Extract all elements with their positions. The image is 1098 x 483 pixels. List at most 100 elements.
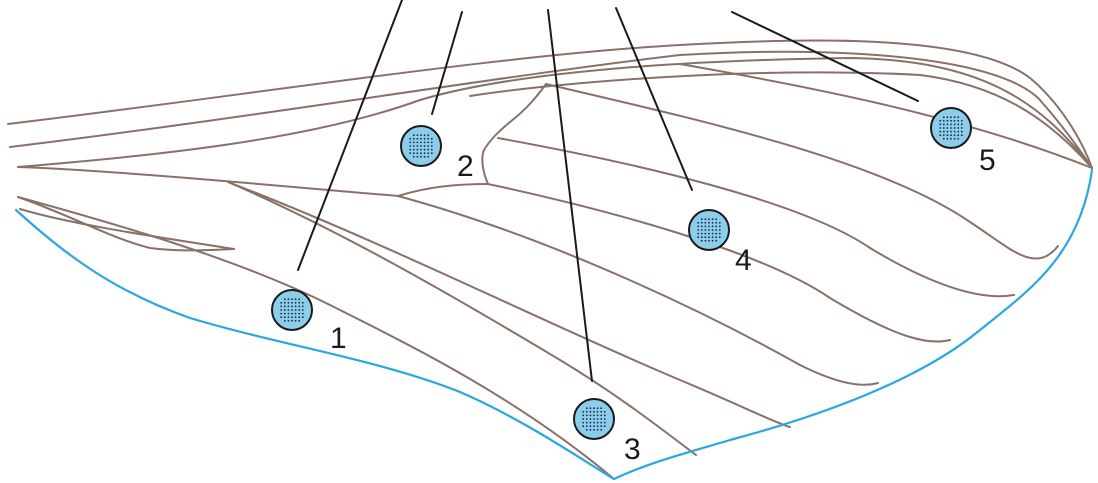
sensillum-dot (942, 130, 945, 133)
sensillum-dot (600, 414, 603, 417)
sensillum-dot (593, 428, 595, 431)
sensillum-dot (939, 127, 942, 129)
sensillum-dot (283, 316, 286, 319)
sensillum-dot (420, 148, 422, 151)
sensillum-dot (950, 116, 952, 119)
sensillum-dot (291, 298, 293, 301)
sensillum-dot (600, 425, 603, 428)
sensillum-dot (294, 312, 297, 315)
sensillum-dot (423, 152, 426, 155)
leader-line-5 (731, 11, 919, 102)
sensillum-dot (946, 137, 949, 140)
sensillum-dot (939, 130, 942, 133)
sensillum-dot (957, 134, 960, 137)
sensillum-dot (957, 116, 960, 119)
sensillum-dot (946, 123, 949, 126)
sensillum-dot (950, 137, 952, 140)
sensillum-dot (603, 421, 606, 424)
vein-media-1 (497, 137, 1015, 298)
sensillum-dot (957, 127, 960, 129)
sensillum-dot (700, 236, 703, 239)
sensillum-dot (589, 425, 592, 428)
vein-anal-2 (19, 208, 235, 250)
sensillum-dot (291, 305, 293, 308)
sensillum-dot (715, 218, 718, 221)
sensillum-dot (593, 425, 595, 428)
sensillum-dot (416, 148, 419, 151)
sensillum-dot (711, 225, 714, 228)
sensillum-dot (697, 229, 700, 231)
sensillum-icon (271, 289, 313, 331)
sensillum-dot (700, 221, 703, 224)
leader-line-4 (615, 7, 693, 191)
vein-cubitus-3 (17, 196, 615, 480)
sensillum-dot (283, 305, 286, 308)
vein-radial-sector-3 (545, 83, 1059, 260)
sensillum-dot (715, 239, 718, 242)
sensillum-dot (298, 301, 301, 304)
sensillum-dot (960, 127, 963, 129)
sensillum-dot (603, 425, 606, 428)
sensillum-dot (291, 312, 293, 315)
marker-label: 1 (330, 322, 347, 355)
sensillum-icon (688, 209, 730, 251)
sensillum-dot (946, 119, 949, 122)
sensillum-dot (298, 312, 301, 315)
sensillum-dot (291, 309, 293, 311)
sensillum-dot (423, 155, 426, 158)
sensillum-dot (283, 309, 286, 311)
sensillum-dot (711, 232, 714, 235)
sensillum-dot (298, 298, 301, 301)
sensillum-dot (603, 414, 606, 417)
sensillum-dot (430, 148, 433, 151)
sensillum-dot (708, 229, 710, 231)
sensillum-dot (291, 316, 293, 319)
vein-crossvein (481, 83, 547, 185)
sensillum-dot (420, 145, 422, 147)
sensillum-dot (946, 116, 949, 119)
sensillum-dot (423, 134, 426, 137)
sensillum-dot (427, 155, 430, 158)
sensillum-dot (412, 148, 415, 151)
sensillum-dot (585, 418, 588, 420)
sensillum-dot (283, 298, 286, 301)
sensillum-dot (700, 239, 703, 242)
sensillum-dot (420, 152, 422, 155)
sensillum-dot (711, 221, 714, 224)
sensillum-dot (697, 221, 700, 224)
sensillum-dot (596, 428, 599, 431)
sensillum-dot (412, 155, 415, 158)
marker-1: 1 (271, 289, 347, 355)
sensillum-dot (287, 316, 290, 319)
sensillum-dot (596, 414, 599, 417)
sensillum-dot (600, 407, 603, 410)
vein-radial-sector-2 (679, 63, 1093, 169)
sensillum-dot (294, 305, 297, 308)
sensillum-dot (423, 141, 426, 144)
sensillum-dot (409, 141, 412, 144)
sensillum-dot (704, 229, 707, 231)
sensillum-dot (589, 414, 592, 417)
vein-radial-sector-1 (469, 71, 1093, 169)
sensillum-dot (420, 141, 422, 144)
sensillum-icon (930, 107, 972, 149)
leader-line-2 (431, 11, 463, 115)
sensillum-dot (427, 137, 430, 140)
sensillum-dot (301, 305, 304, 308)
sensillum-dot (953, 116, 956, 119)
sensillum-icon (573, 398, 615, 440)
vein-costa (7, 39, 1093, 169)
sensillum-dot (946, 130, 949, 133)
sensillum-dot (942, 127, 945, 129)
sensillum-dot (409, 148, 412, 151)
marker-3: 3 (573, 398, 641, 466)
sensillum-dot (600, 421, 603, 424)
sensillum-dot (704, 236, 707, 239)
sensillum-dot (416, 155, 419, 158)
sensillum-dot (960, 119, 963, 122)
sensillum-dot (589, 418, 592, 420)
sensillum-dot (291, 319, 293, 322)
sensillum-dot (582, 410, 585, 413)
sensillum-dot (708, 218, 710, 221)
